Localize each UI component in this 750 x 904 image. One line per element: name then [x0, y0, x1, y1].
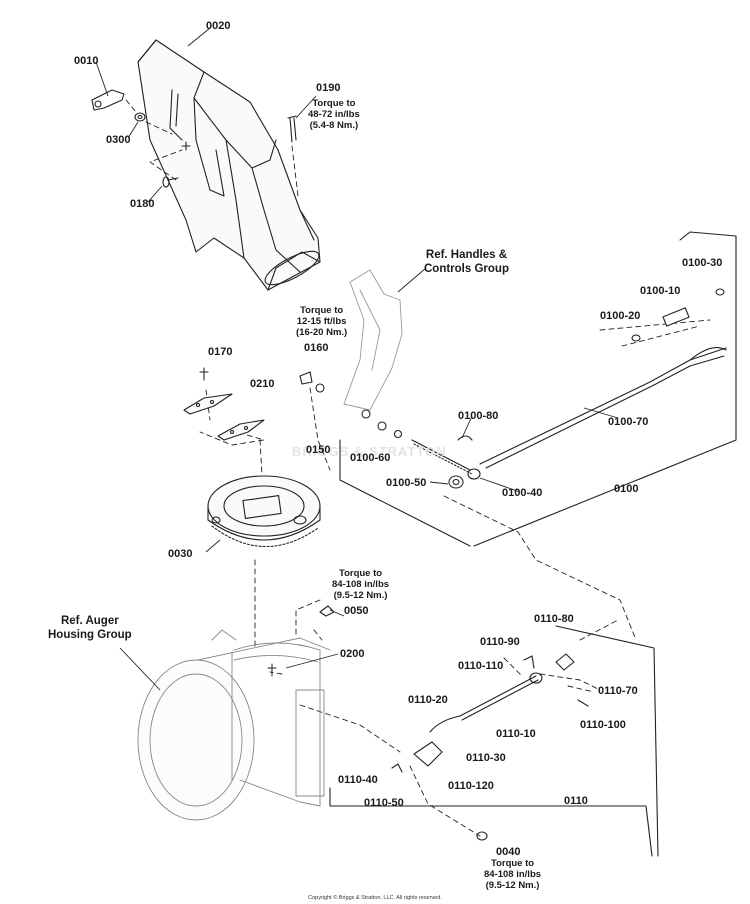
label-0110-110: 0110-110 [458, 660, 504, 672]
label-0200: 0200 [340, 648, 365, 660]
label-0100-60: 0100-60 [350, 452, 391, 464]
label-0110-40: 0110-40 [338, 774, 378, 786]
rod-group-box [299, 231, 737, 547]
label-0100-80: 0100-80 [458, 410, 499, 422]
label-0110-80: 0110-80 [534, 613, 574, 625]
label-0100-20: 0100-20 [600, 310, 641, 322]
label-0100-50: 0100-50 [386, 477, 427, 489]
label-0100-10: 0100-10 [640, 285, 681, 297]
label-0110-30: 0110-30 [466, 752, 506, 764]
label-0110-70: 0110-70 [598, 685, 638, 697]
label-0110-50: 0110-50 [364, 797, 404, 809]
label-0020: 0020 [206, 20, 231, 32]
watermark: BRIGGS & STRATTON [292, 444, 447, 459]
label-0110-20: 0110-20 [408, 694, 448, 706]
label-0210: 0210 [250, 378, 275, 390]
label-0300: 0300 [106, 134, 131, 146]
label-0170: 0170 [208, 346, 233, 358]
label-0030: 0030 [168, 548, 193, 560]
label-0100-70: 0100-70 [608, 416, 649, 428]
torque-note-0190: Torque to 48-72 in/lbs (5.4-8 Nm.) [308, 98, 360, 131]
cable-group-box [319, 605, 659, 857]
label-0110-100: 0110-100 [580, 719, 626, 731]
label-0100-40: 0100-40 [502, 487, 543, 499]
label-0160: 0160 [304, 342, 329, 354]
torque-note-0050: Torque to 84-108 in/lbs (9.5-12 Nm.) [332, 568, 390, 601]
torque-note-0040: Torque to 84-108 in/lbs (9.5-12 Nm.) [484, 858, 542, 891]
label-0190: 0190 [316, 82, 341, 94]
ref-auger-housing: Ref. Auger Housing Group [48, 615, 132, 641]
copyright-text: Copyright © Briggs & Stratton, LLC. All … [308, 895, 442, 901]
chute-hardware [91, 89, 297, 188]
discharge-chute [137, 39, 321, 291]
handles-reference [343, 269, 403, 411]
label-0110-120: 0110-120 [448, 780, 494, 792]
auger-housing [137, 629, 331, 821]
label-0110-90: 0110-90 [480, 636, 520, 648]
torque-note-0160: Torque to 12-15 ft/lbs (16-20 Nm.) [296, 305, 348, 338]
label-0100: 0100 [614, 483, 639, 495]
label-0100-30: 0100-30 [682, 257, 723, 269]
label-0110-10: 0110-10 [496, 728, 536, 740]
label-0050: 0050 [344, 605, 369, 617]
chute-ring [207, 475, 321, 548]
label-0040: 0040 [496, 846, 521, 858]
label-0150: 0150 [306, 444, 331, 456]
label-0010: 0010 [74, 55, 99, 67]
ref-handles-controls: Ref. Handles & Controls Group [424, 249, 509, 275]
label-0110: 0110 [564, 795, 588, 807]
deflector-plates [183, 367, 265, 441]
